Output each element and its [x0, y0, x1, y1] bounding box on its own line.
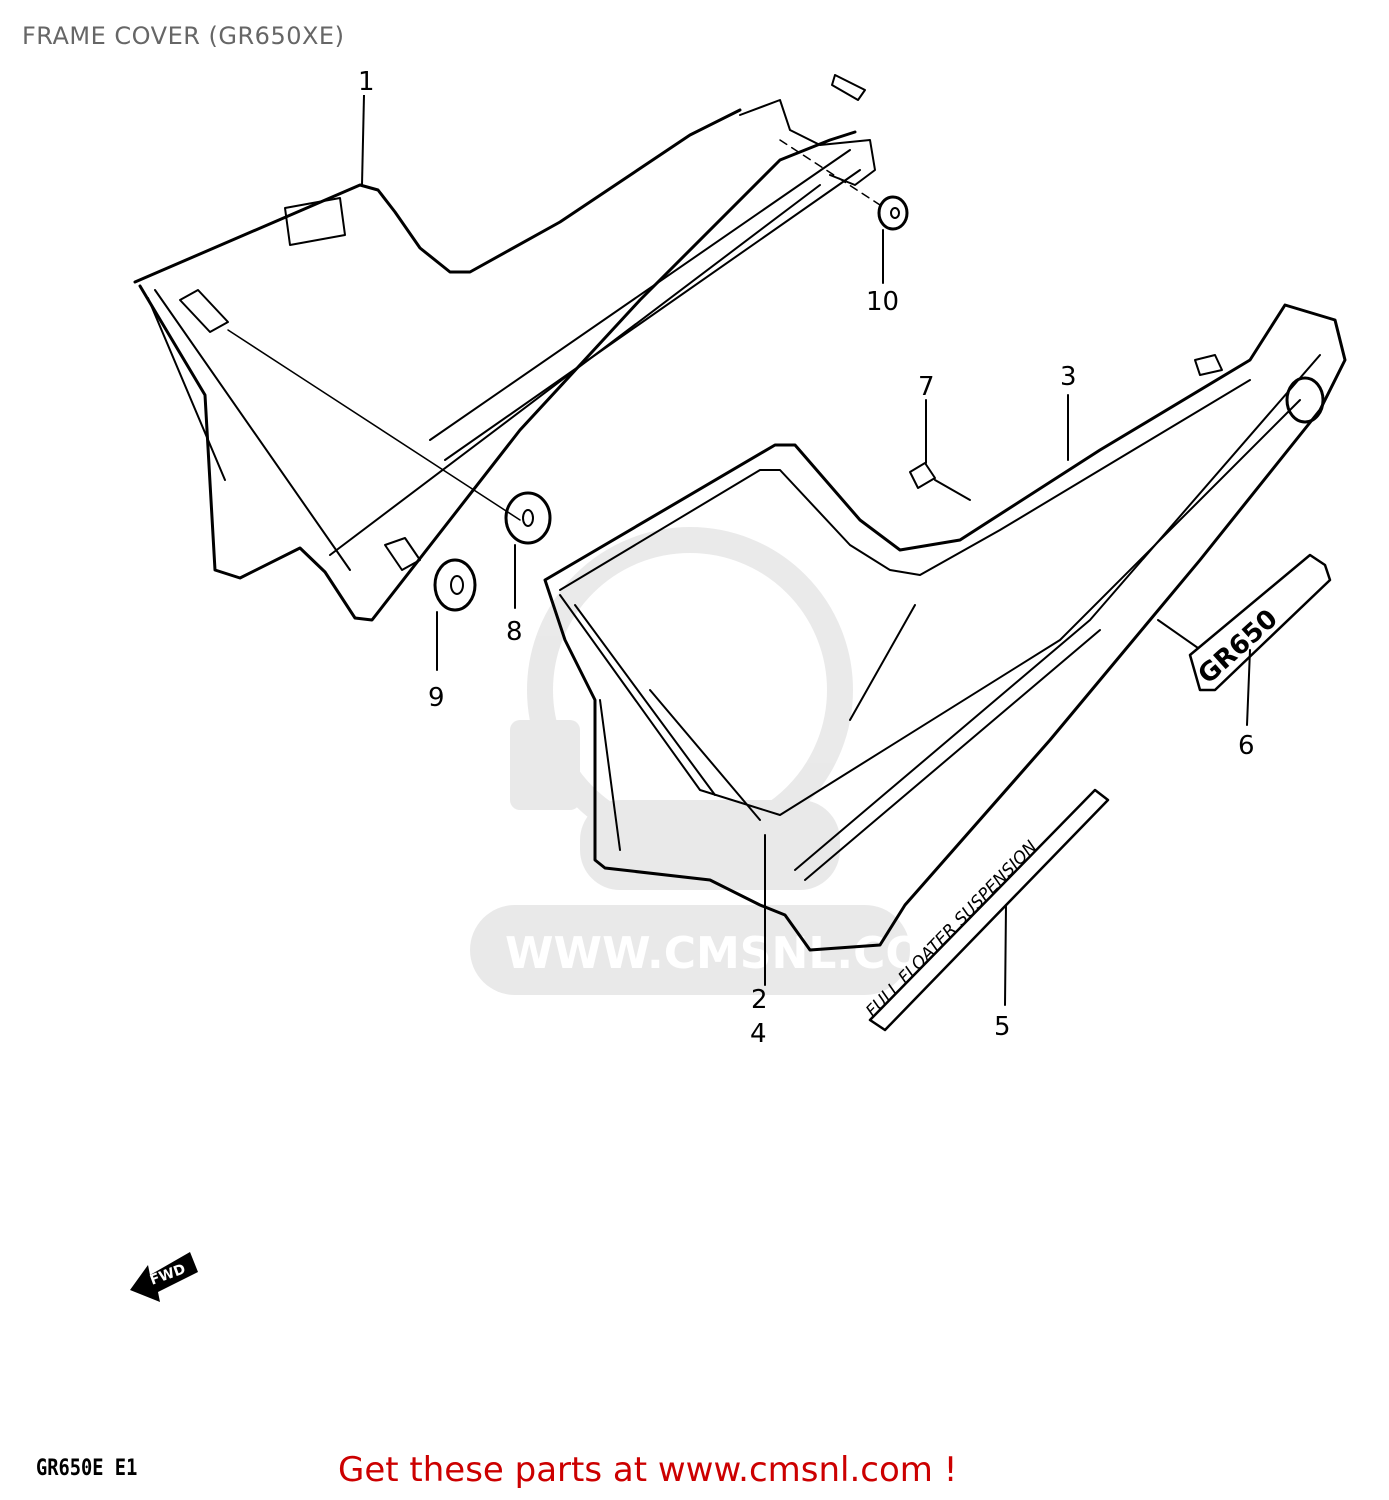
part-9-grommet[interactable] — [433, 558, 477, 671]
callout-7[interactable]: 7 — [918, 372, 935, 402]
callout-10[interactable]: 10 — [866, 287, 899, 317]
part-5-decal[interactable] — [868, 788, 1110, 1032]
buy-parts-link[interactable]: Get these parts at www.cmsnl.com ! — [338, 1450, 958, 1490]
callout-8[interactable]: 8 — [506, 617, 523, 647]
watermark: WWW.CMSNL.COM — [470, 527, 967, 995]
part-1-frame-cover-left[interactable] — [133, 74, 876, 622]
part-7-clip[interactable] — [909, 399, 971, 501]
part-10-grommet[interactable] — [779, 139, 909, 284]
forward-direction-arrow: FWD — [130, 1252, 198, 1302]
callout-2[interactable]: 2 — [751, 985, 768, 1015]
emblem-text: GR650 — [1193, 604, 1284, 690]
callout-9[interactable]: 9 — [428, 683, 445, 713]
part-8-grommet[interactable] — [504, 491, 552, 609]
part-2-frame-cover-right[interactable] — [543, 303, 1347, 986]
callout-1[interactable]: 1 — [358, 67, 375, 97]
callout-5[interactable]: 5 — [994, 1012, 1011, 1042]
watermark-text: WWW.CMSNL.COM — [505, 928, 967, 979]
callout-6[interactable]: 6 — [1238, 731, 1255, 761]
page-title: FRAME COVER (GR650XE) — [22, 22, 345, 50]
callout-3[interactable]: 3 — [1060, 362, 1077, 392]
callout-4[interactable]: 4 — [750, 1019, 767, 1049]
model-code: GR650E E1 — [36, 1456, 138, 1481]
part-6-emblem[interactable] — [1157, 553, 1332, 726]
